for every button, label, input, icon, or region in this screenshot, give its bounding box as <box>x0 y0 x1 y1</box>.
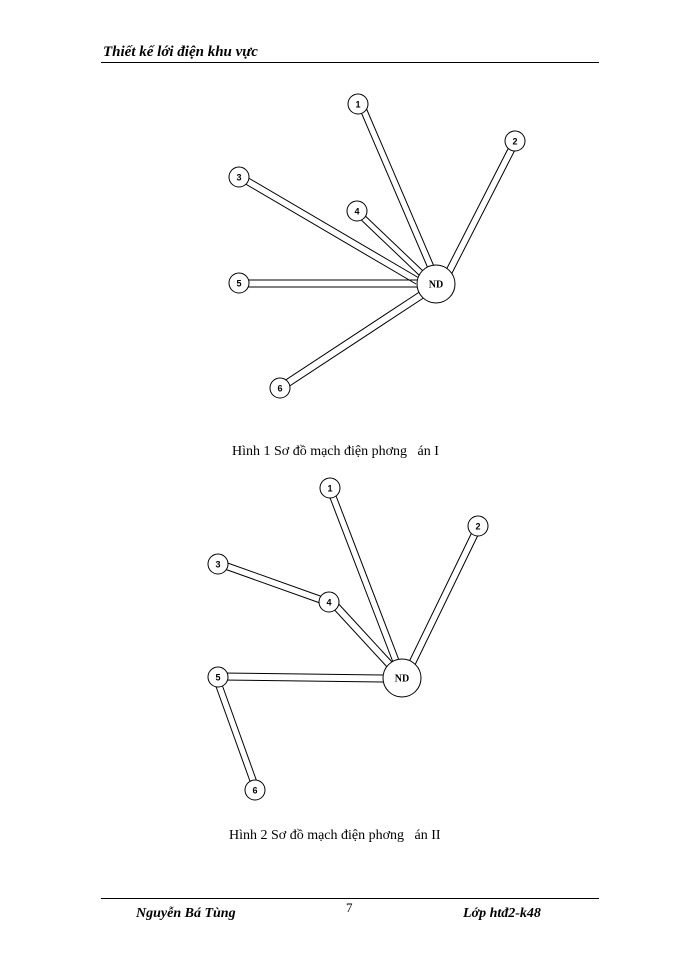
figure1-node-4-label: 4 <box>354 207 359 217</box>
page-number: 7 <box>346 900 353 915</box>
figure1-lines <box>236 102 519 392</box>
header-title: Thiết kế lới điện khu vực <box>103 44 258 60</box>
figure1-node-4 <box>346 200 368 222</box>
footer-divider <box>101 898 599 899</box>
figure1-node-5 <box>228 272 250 294</box>
figure1-hub-label: ND <box>429 280 443 291</box>
figure2-node-1 <box>319 477 341 499</box>
figure1-node-5-label: 5 <box>236 279 241 289</box>
figure1-node-3-label: 3 <box>236 173 241 183</box>
figure1-hub-nd <box>416 264 456 304</box>
header-divider <box>101 62 599 63</box>
figure1-node-6-label: 6 <box>277 384 282 394</box>
footer-author: Nguyễn Bá Tùng <box>136 906 236 921</box>
figure2-node-3-label: 3 <box>215 560 220 570</box>
figure2-caption: Hình 2 Sơ đồ mạch điện phơng án II <box>229 828 441 843</box>
figure2-node-2 <box>467 515 489 537</box>
figure1-node-2 <box>504 130 526 152</box>
figure2-node-5-label: 5 <box>215 673 220 683</box>
figure2-node-4-label: 4 <box>326 598 331 608</box>
figure2-node-6 <box>244 779 266 801</box>
figure1-node-2-label: 2 <box>512 137 517 147</box>
footer-class: Lớp htđ2-k48 <box>463 906 541 921</box>
figure2-node-2-label: 2 <box>475 522 480 532</box>
figure1-caption: Hình 1 Sơ đồ mạch điện phơng án I <box>232 444 439 459</box>
figure1-node-1-label: 1 <box>355 100 360 110</box>
figure2-lines <box>213 487 481 785</box>
figure1-node-1 <box>347 93 369 115</box>
figure2-node-4 <box>318 591 340 613</box>
figure2-node-6-label: 6 <box>252 786 257 796</box>
figure2-node-3 <box>207 553 229 575</box>
figure2-hub-label: ND <box>395 674 409 685</box>
figure1-node-3 <box>228 166 250 188</box>
figure2-node-1-label: 1 <box>327 484 332 494</box>
figure2-node-5 <box>207 666 229 688</box>
figure1-node-6 <box>269 377 291 399</box>
figure2-hub-nd <box>382 658 422 698</box>
